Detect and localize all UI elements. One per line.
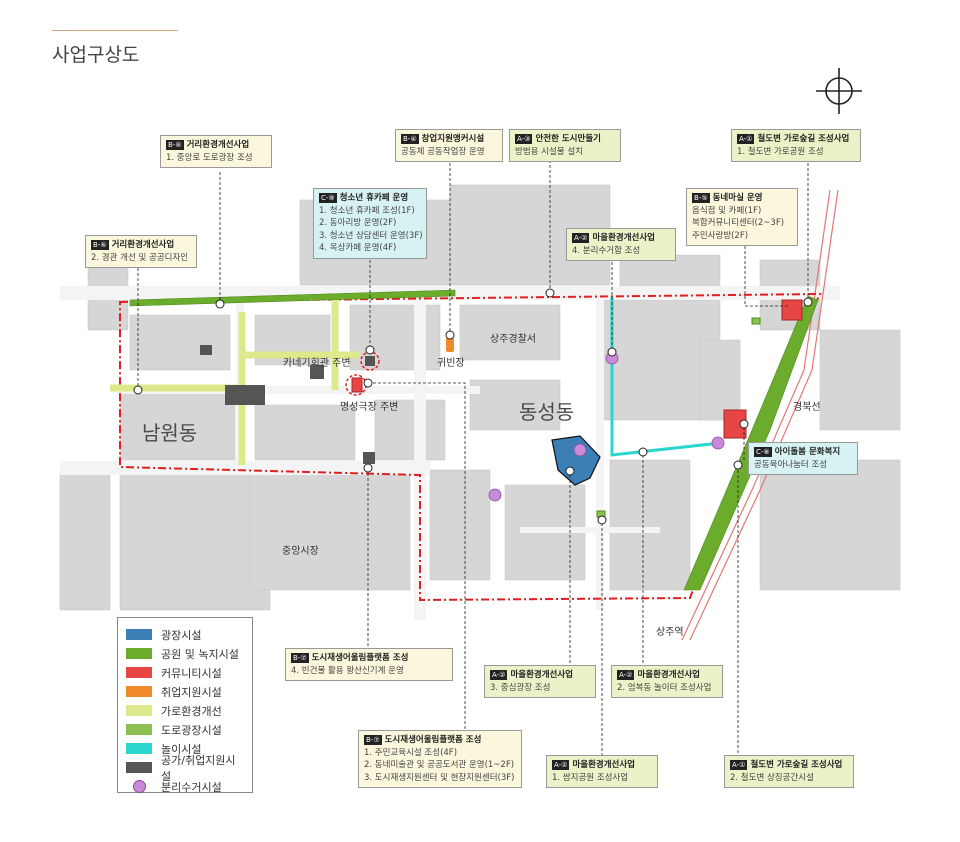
- label-dongseong: 동성동: [519, 400, 575, 424]
- community-facility-3: [351, 377, 363, 393]
- map-legend: 광장시설 공원 및 녹지시설 커뮤니티시설 취업지원시설 가로환경개선 도로광장…: [117, 617, 253, 796]
- play-route: [610, 297, 721, 457]
- project-boundary: [119, 292, 822, 602]
- legend-item-street: 가로환경개선: [126, 701, 244, 720]
- label-myeongseong: 명성극장 주변: [340, 402, 399, 413]
- leader-endpoints: [133, 288, 813, 525]
- label-police: 상주경찰서: [490, 334, 536, 345]
- label-market: 중앙시장: [282, 546, 319, 557]
- label-guibin: 귀빈장: [437, 358, 465, 369]
- legend-item-plaza: 광장시설: [126, 625, 244, 644]
- legend-item-play: 놀이시설: [126, 739, 244, 758]
- legend-item-recycle: 분리수거시설: [126, 777, 244, 796]
- legend-item-park: 공원 및 녹지시설: [126, 644, 244, 663]
- label-kanet: 카네기회관 주변: [283, 358, 351, 369]
- legend-item-road-plaza: 도로광장시설: [126, 720, 244, 739]
- label-sangju-station: 상주역: [656, 627, 684, 638]
- north-arrow-icon: [816, 68, 862, 114]
- job-support-facility: [446, 337, 454, 352]
- railway: [681, 189, 839, 641]
- central-plaza: [551, 435, 601, 486]
- label-gyeongbuk: 경북선: [793, 402, 821, 413]
- legend-item-job: 취업지원시설: [126, 682, 244, 701]
- street-improvement: [110, 298, 360, 465]
- page-title: 사업구상도: [52, 44, 140, 66]
- title-rule: [52, 30, 178, 31]
- vacant-buildings: [200, 345, 375, 464]
- leader-lines: [137, 158, 809, 755]
- legend-item-community: 커뮤니티시설: [126, 663, 244, 682]
- community-facility-1: [781, 299, 803, 321]
- small-green-1: [751, 317, 761, 325]
- label-namwon: 남원동: [142, 421, 198, 445]
- park-strip-top: [129, 289, 456, 307]
- legend-item-vacant: 공가/취업지원시설: [126, 754, 244, 783]
